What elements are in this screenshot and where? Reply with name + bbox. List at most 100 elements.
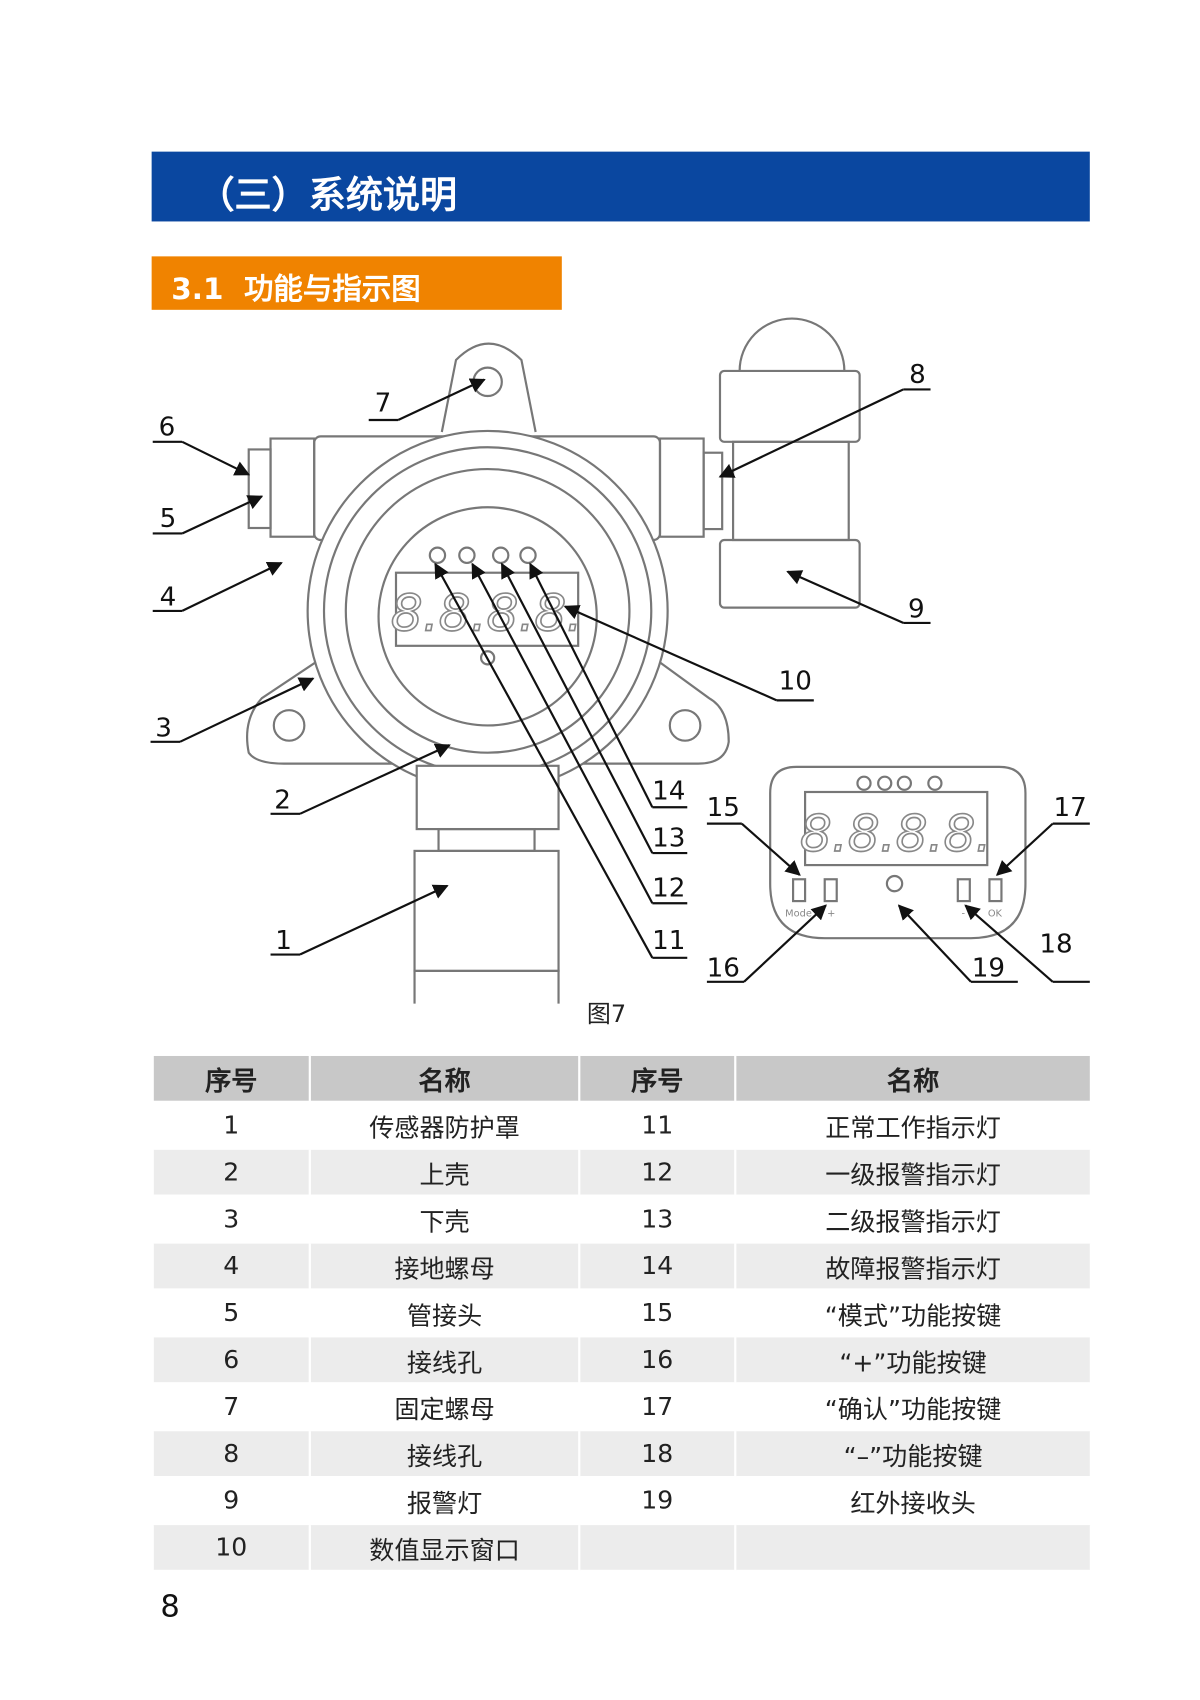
plus-button[interactable] bbox=[823, 878, 838, 903]
callout-arrow bbox=[897, 904, 972, 983]
sensor-cover bbox=[413, 849, 560, 972]
cell-name: 正常工作指示灯 bbox=[734, 1100, 1092, 1150]
device-diagram: 8.8.8.8. 8.8.8.8. bbox=[150, 317, 1090, 1004]
page-number: 8 bbox=[160, 1588, 180, 1625]
callout-number: 19 bbox=[972, 953, 1005, 983]
right-ear-hole bbox=[668, 709, 702, 742]
cell-name: 接线孔 bbox=[308, 1429, 581, 1479]
callout-number: 14 bbox=[652, 777, 685, 807]
cell-name: “+”功能按键 bbox=[734, 1335, 1092, 1385]
callout-number: 2 bbox=[274, 785, 291, 815]
panel-ir-receiver bbox=[885, 874, 904, 893]
callout-arrow bbox=[181, 561, 283, 612]
callout-arrow bbox=[964, 904, 1054, 983]
callout-number: 12 bbox=[652, 874, 685, 904]
callout-arrow bbox=[299, 884, 449, 956]
callout-number: 6 bbox=[159, 412, 176, 442]
callout-number: 3 bbox=[155, 713, 172, 743]
callout-number: 17 bbox=[1054, 793, 1087, 823]
window bbox=[377, 506, 598, 727]
callout-number: 13 bbox=[652, 824, 685, 854]
callout-number: 4 bbox=[160, 582, 177, 612]
cell-number: 19 bbox=[578, 1475, 737, 1526]
right-connector bbox=[658, 437, 705, 538]
callout-arrow bbox=[563, 605, 778, 702]
mode-button[interactable] bbox=[791, 878, 807, 903]
callout-arrow bbox=[181, 495, 264, 535]
callout-number: 18 bbox=[1039, 929, 1072, 959]
header-no: 序号 bbox=[151, 1053, 311, 1103]
table-header-row: 序号 名称 序号 名称 bbox=[151, 1053, 1092, 1103]
left-connector bbox=[269, 437, 316, 538]
cell-name: “–”功能按键 bbox=[734, 1429, 1092, 1479]
callout-arrow bbox=[299, 743, 451, 815]
led-alarm1 bbox=[458, 546, 476, 564]
left-ear-hole bbox=[272, 709, 306, 742]
callout-arrow bbox=[718, 388, 904, 478]
mode-label: Mode bbox=[785, 908, 812, 919]
cell-name: 接地螺母 bbox=[308, 1241, 581, 1291]
cell-number: 10 bbox=[151, 1522, 311, 1572]
callout-number: 15 bbox=[707, 793, 740, 823]
cell-name bbox=[734, 1522, 1092, 1572]
right-fitting bbox=[702, 451, 724, 531]
cell-name: 一级报警指示灯 bbox=[734, 1147, 1092, 1197]
cell-number: 18 bbox=[578, 1429, 737, 1479]
header-no: 序号 bbox=[578, 1053, 737, 1103]
alarm-dome bbox=[738, 317, 846, 371]
section-header: （三）系统说明 bbox=[151, 151, 1090, 222]
callout-number: 1 bbox=[275, 926, 292, 956]
callout-number: 7 bbox=[375, 388, 392, 418]
neck-nut bbox=[437, 827, 536, 852]
subsection-header: 3.1 功能与指示图 bbox=[151, 256, 562, 310]
cell-number: 17 bbox=[578, 1382, 737, 1432]
cell-name: 红外接收头 bbox=[734, 1475, 1092, 1526]
cell-number: 2 bbox=[151, 1147, 311, 1197]
ok-label: OK bbox=[988, 908, 1003, 919]
callout-arrow bbox=[397, 378, 486, 421]
callout-number: 8 bbox=[909, 360, 926, 390]
section-title: （三）系统说明 bbox=[197, 173, 458, 218]
front-panel: 8.8.8.8. Mode + - OK bbox=[769, 765, 1027, 940]
cover-ring-inner bbox=[344, 467, 631, 754]
led-fault bbox=[519, 546, 537, 564]
callout-number: 11 bbox=[652, 926, 685, 956]
cell-number: 11 bbox=[578, 1100, 737, 1150]
cell-number: 14 bbox=[578, 1241, 737, 1291]
minus-label: - bbox=[961, 908, 965, 919]
subsection-title: 3.1 功能与指示图 bbox=[171, 272, 421, 307]
cell-name: 接线孔 bbox=[308, 1335, 581, 1385]
alarm-light bbox=[718, 317, 861, 609]
callout-number: 5 bbox=[160, 504, 177, 534]
callout-number: 9 bbox=[908, 594, 925, 624]
plus-label: + bbox=[827, 908, 835, 919]
ok-button[interactable] bbox=[988, 878, 1003, 903]
callout-arrow bbox=[179, 677, 315, 743]
callout-arrow bbox=[500, 562, 654, 854]
cell-number bbox=[578, 1522, 737, 1572]
cell-number: 7 bbox=[151, 1382, 311, 1432]
callout-arrow bbox=[471, 562, 654, 904]
callout-arrow bbox=[741, 822, 801, 876]
minus-button[interactable] bbox=[956, 878, 971, 903]
callout-arrow bbox=[995, 822, 1054, 876]
cell-name: 传感器防护罩 bbox=[308, 1100, 581, 1150]
callout-arrow bbox=[181, 440, 251, 476]
cell-number: 16 bbox=[578, 1335, 737, 1385]
cell-number: 15 bbox=[578, 1288, 737, 1338]
mounting-tab bbox=[440, 342, 537, 433]
cell-name: 固定螺母 bbox=[308, 1382, 581, 1432]
panel-display-digits: 8.8.8.8. bbox=[800, 804, 991, 863]
cell-number: 5 bbox=[151, 1288, 311, 1338]
